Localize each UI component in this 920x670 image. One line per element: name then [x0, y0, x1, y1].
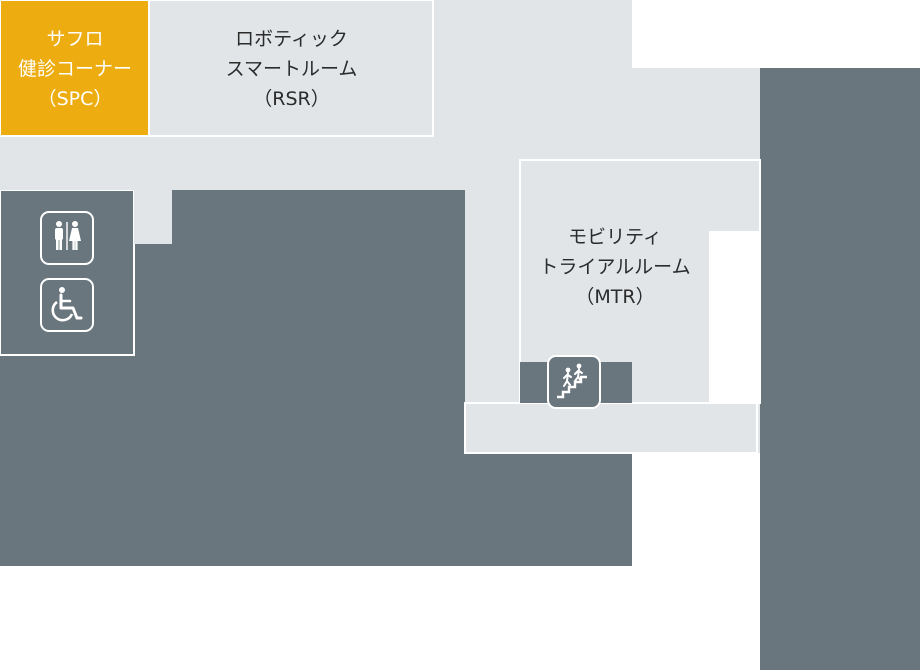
corridor-lower-band — [464, 402, 758, 454]
stairs-icon[interactable] — [547, 355, 601, 409]
room-rsr-label: ロボティック スマートルーム （RSR） — [150, 24, 433, 114]
room-rsr-name-line2: スマートルーム — [225, 58, 358, 80]
opening-right — [709, 231, 760, 403]
corridor-upper-right — [433, 0, 632, 136]
room-mtr-name-line2: トライアルルーム — [539, 256, 691, 278]
room-spc-name-line1: サフロ — [46, 28, 104, 50]
room-rsr-code: （RSR） — [253, 88, 330, 110]
dark-block-right — [760, 68, 920, 670]
wheelchair-accessible-icon[interactable] — [40, 278, 94, 332]
stairs-glyph — [557, 363, 587, 399]
room-mtr-label: モビリティ トライアルルーム （MTR） — [520, 222, 710, 312]
room-spc[interactable] — [0, 0, 150, 137]
restroom-icon[interactable] — [40, 211, 94, 265]
room-spc-label: サフロ 健診コーナー （SPC） — [0, 24, 150, 114]
dark-block-lower-center — [465, 453, 632, 566]
corridor-connector — [134, 190, 172, 244]
restroom-block — [0, 189, 135, 356]
room-rsr[interactable] — [148, 0, 434, 137]
room-spc-name-line2: 健診コーナー — [17, 58, 132, 80]
wheelchair-glyph — [51, 287, 83, 322]
restroom-glyph — [55, 221, 81, 250]
dark-block-center — [172, 190, 465, 566]
room-mtr-code: （MTR） — [575, 286, 655, 308]
room-spc-code: （SPC） — [37, 88, 113, 110]
corridor-right-top — [632, 68, 760, 136]
room-rsr-name-line1: ロボティック — [235, 28, 348, 50]
room-mtr-name-line1: モビリティ — [568, 226, 662, 248]
